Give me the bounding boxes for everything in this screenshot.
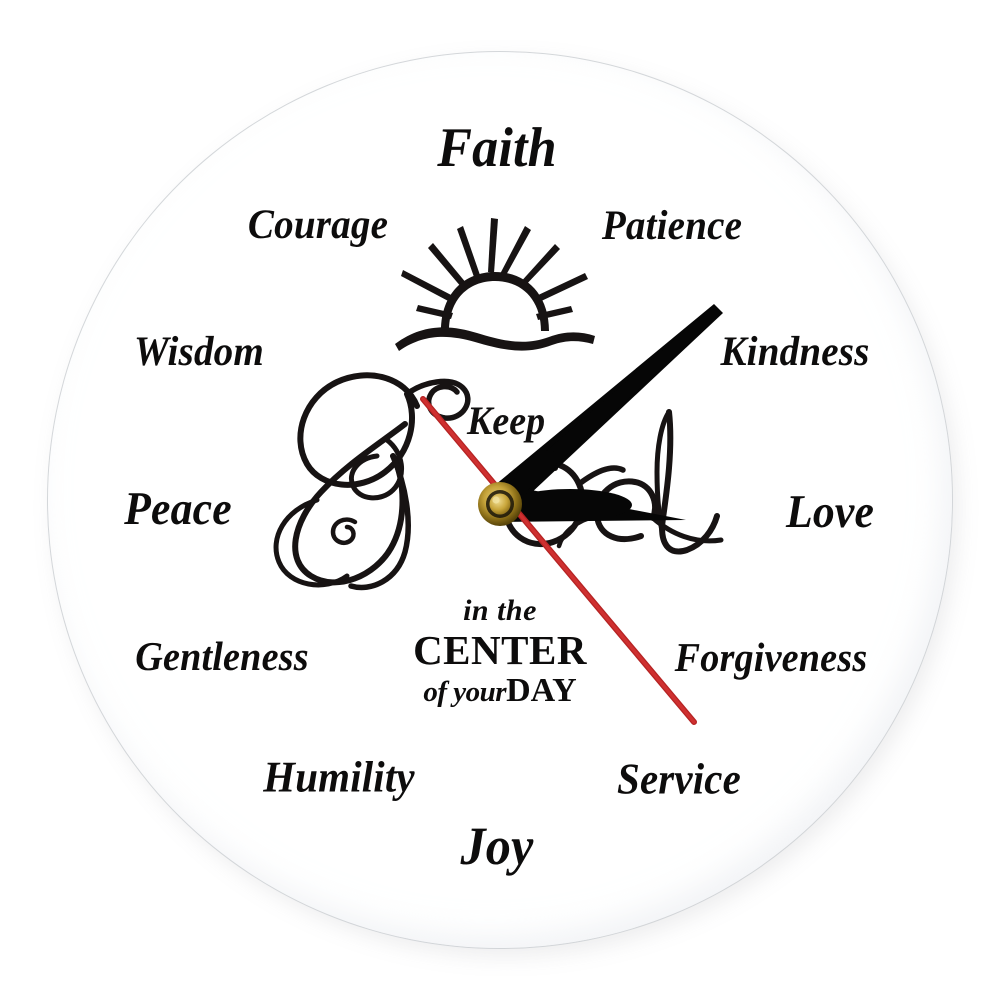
tagline-in-the: in the: [463, 594, 537, 627]
sunrise-icon: [395, 218, 595, 351]
virtue-label-wisdom: Wisdom: [134, 329, 264, 375]
virtue-label-faith: Faith: [437, 117, 557, 179]
virtue-label-kindness: Kindness: [720, 329, 870, 375]
virtue-label-gentleness: Gentleness: [135, 633, 309, 679]
keep-word: Keep: [467, 398, 546, 443]
virtue-label-patience: Patience: [601, 203, 743, 249]
ornate-god-script: [273, 372, 724, 591]
tagline-of-your: of your: [423, 676, 507, 708]
tagline-center: CENTER: [413, 627, 587, 673]
virtue-label-humility: Humility: [263, 752, 415, 802]
virtue-label-peace: Peace: [124, 483, 232, 535]
tagline-block: in the CENTER of yourDAY: [413, 596, 587, 708]
virtue-label-love: Love: [785, 486, 875, 538]
virtue-label-courage: Courage: [247, 202, 389, 248]
tagline-day: DAY: [506, 672, 577, 709]
tagline-of-your-day: of yourDAY: [413, 674, 587, 708]
virtue-label-joy: Joy: [460, 816, 534, 876]
virtue-label-forgiveness: Forgiveness: [674, 634, 868, 680]
virtue-label-service: Service: [616, 754, 742, 804]
